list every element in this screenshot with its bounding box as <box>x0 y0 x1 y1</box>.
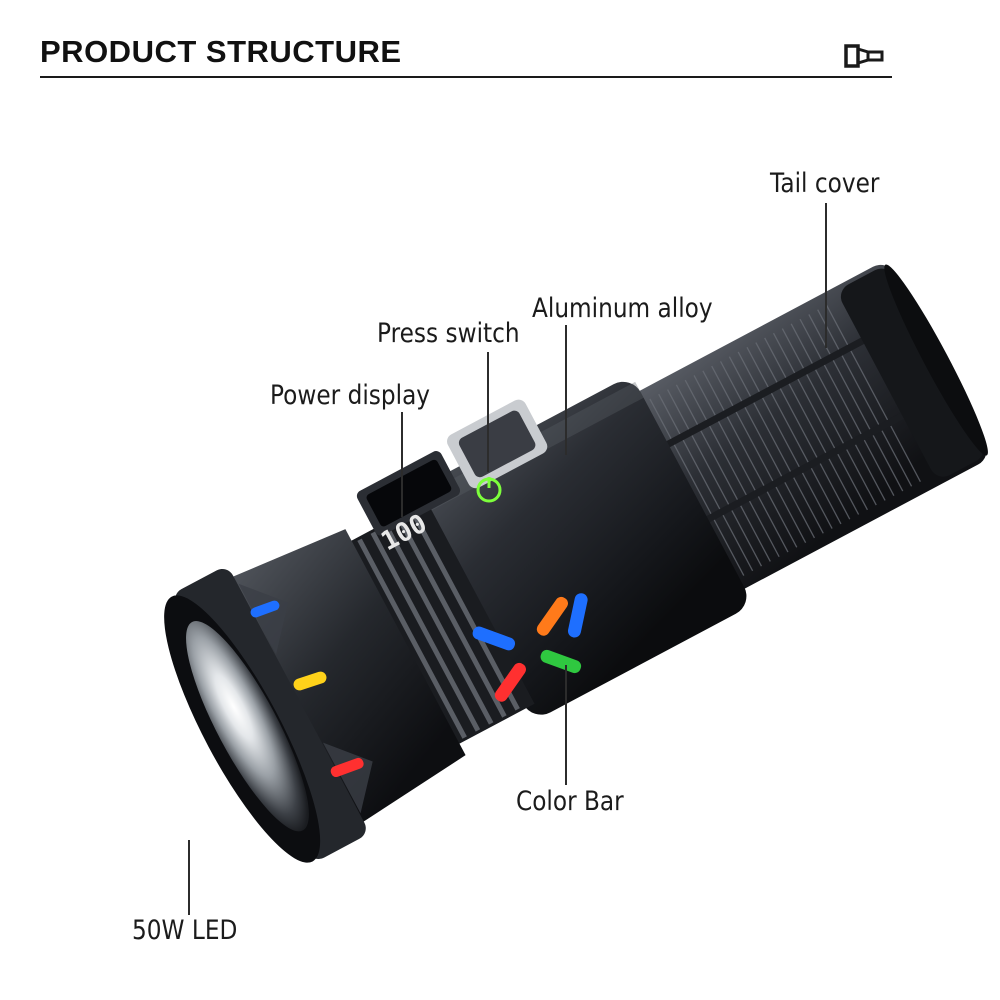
label-color-bar: Color Bar <box>516 786 624 817</box>
leader-led <box>188 840 190 915</box>
label-power-display: Power display <box>270 380 431 411</box>
leader-press-switch <box>487 352 489 472</box>
leader-aluminum-alloy <box>565 325 567 455</box>
page-title: PRODUCT STRUCTURE <box>40 34 402 69</box>
flashlight-icon <box>844 44 884 68</box>
header-divider <box>40 76 892 78</box>
label-press-switch: Press switch <box>377 318 520 349</box>
label-aluminum-alloy: Aluminum alloy <box>532 293 713 324</box>
leader-tail-cover <box>825 203 827 348</box>
leader-color-bar <box>565 665 567 785</box>
label-tail-cover: Tail cover <box>770 168 880 199</box>
label-led: 50W LED <box>132 915 238 946</box>
leader-power-display <box>401 412 403 517</box>
